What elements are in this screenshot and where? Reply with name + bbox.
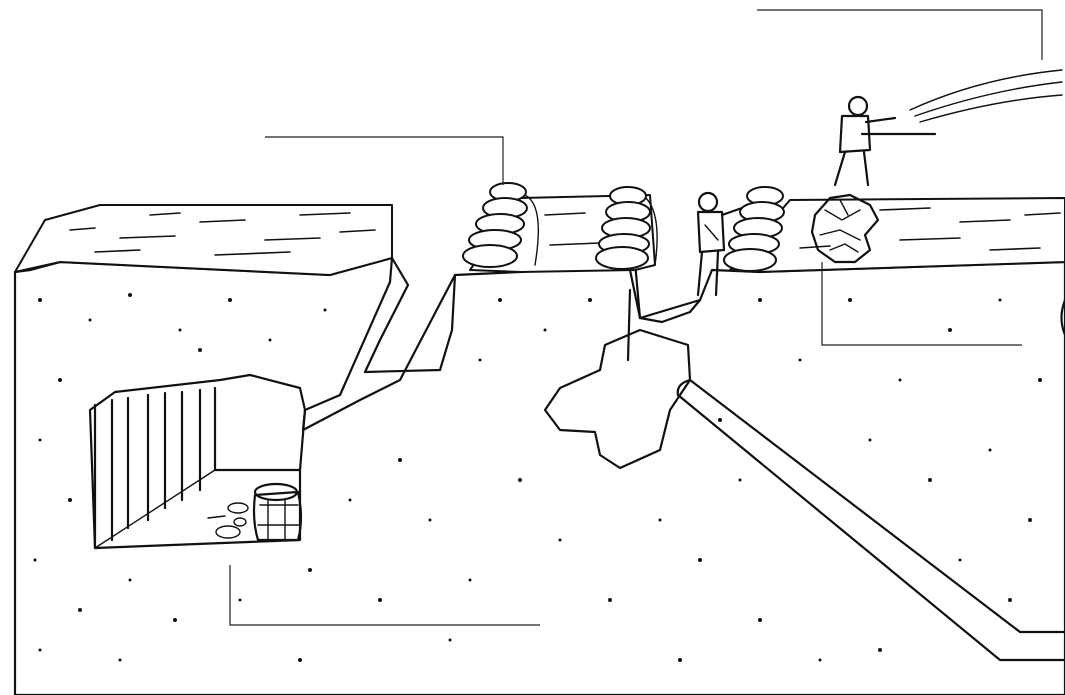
sandbag-stack-middle	[595, 186, 658, 270]
leader-sandbags	[265, 136, 504, 185]
callout-leaders	[229, 9, 1043, 626]
soil-speckles	[33, 293, 1042, 662]
sandbag-stack-right	[723, 186, 785, 272]
sandbag-stack-left	[462, 182, 540, 268]
leader-rubble	[821, 262, 1022, 346]
collapsed-earth-lump	[543, 328, 692, 470]
soldier-firing-icon	[833, 95, 937, 187]
barrel-icon	[252, 482, 303, 542]
soldier-standing-icon	[696, 191, 744, 297]
right-edge-arc	[1060, 298, 1065, 337]
ground-cross-section	[13, 194, 1065, 695]
left-block-top	[14, 204, 393, 276]
tunnel	[676, 378, 1065, 662]
leader-explosion	[757, 9, 1043, 60]
floor-debris	[207, 502, 249, 539]
flame-blast	[909, 69, 1063, 123]
trench-cut	[363, 256, 702, 470]
leader-bunker	[229, 565, 540, 626]
surface-texture	[69, 207, 1061, 256]
rubble-icon	[810, 193, 880, 264]
